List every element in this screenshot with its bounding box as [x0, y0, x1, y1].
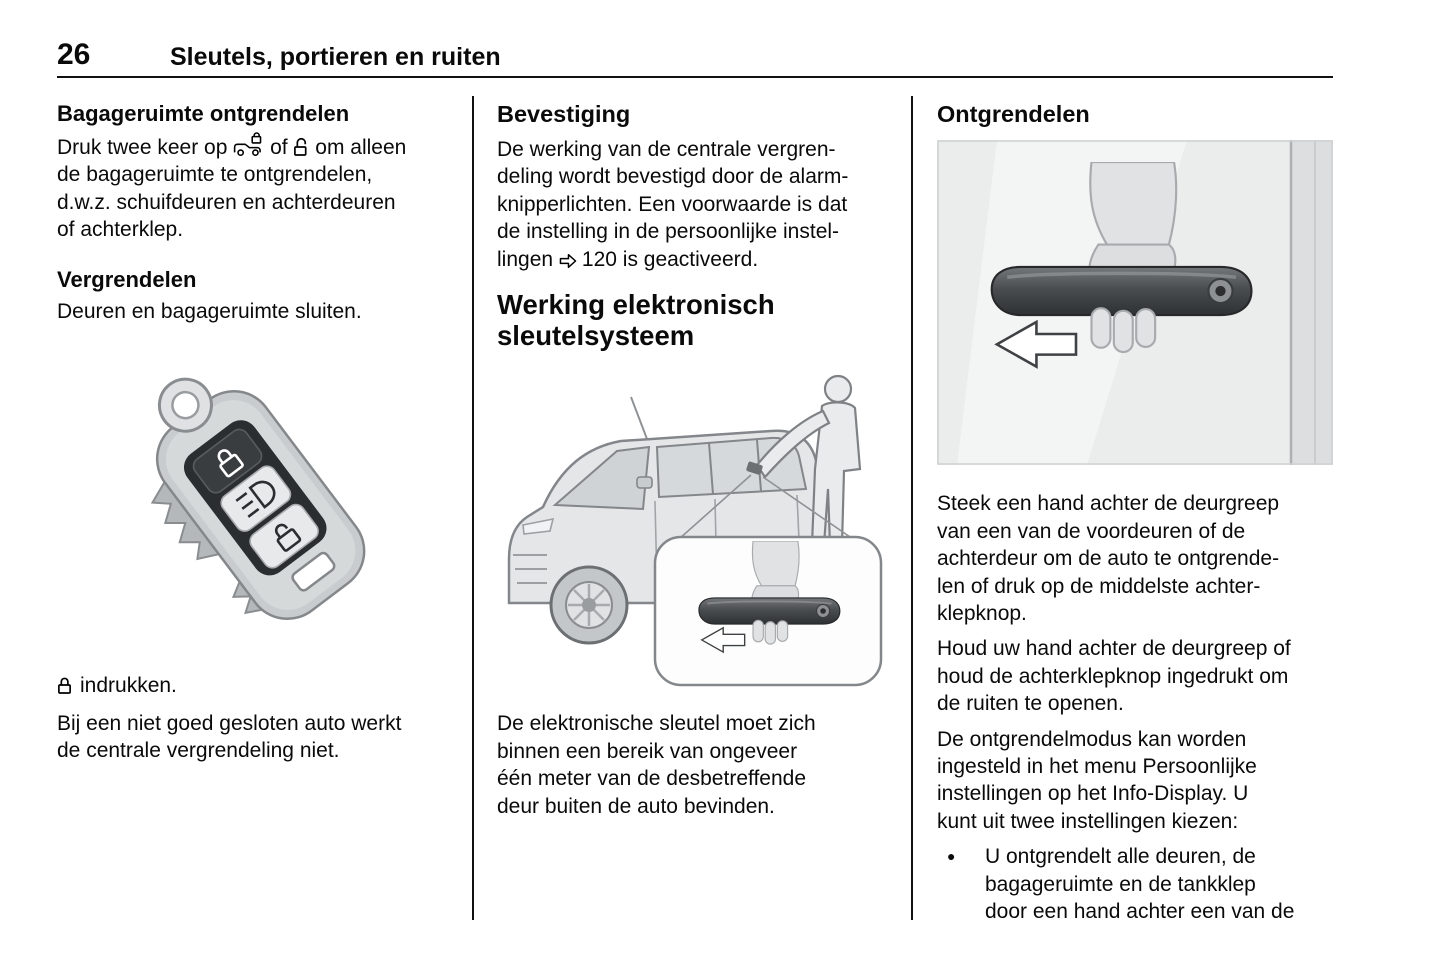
text-segment: indrukken. [80, 674, 177, 698]
car-unlock-icon [234, 132, 262, 157]
para-bagageruimte: Druk twee keer op of om alleen de bagage… [57, 132, 449, 244]
column-left: Bagageruimte ontgrendelen Druk twee keer… [57, 100, 449, 765]
column-divider-1 [472, 96, 474, 920]
chapter-title: Sleutels, portieren en ruiten [170, 43, 501, 71]
column-right: Ontgrendelen Steek een hand achter de de… [937, 100, 1335, 926]
column-divider-2 [911, 96, 913, 920]
heading-ontgrendelen: Ontgrendelen [937, 101, 1090, 127]
para-ontgrendelmodus: De ontgrendelmodus kan worden ingesteld … [937, 727, 1257, 833]
key-fob-illustration [57, 343, 449, 650]
keyless-van-illustration [497, 359, 889, 696]
side-mirror [636, 476, 653, 489]
grille-lines [513, 554, 547, 585]
column-middle: Bevestiging De werking van de centrale v… [497, 100, 889, 820]
door-handle-hand-illustration [937, 140, 1335, 472]
para-warning: Bij een niet goed gesloten auto werkt de… [57, 711, 402, 763]
callout-line [678, 474, 752, 540]
para-deurgreep: Steek een hand achter de deurgreep van e… [937, 492, 1280, 626]
unlock-icon [294, 137, 307, 156]
text-segment: is geactiveerd. [616, 247, 759, 271]
van-with-person-drawing [507, 374, 883, 687]
page-reference-number: 120 [581, 247, 617, 271]
page-reference-arrow-icon [559, 253, 577, 268]
heading-vergrendelen: Vergrendelen [57, 266, 197, 292]
text-segment: om alleen de bagageruimte te ontgrendele… [57, 136, 407, 242]
heading-werking-elektronisch-sleutelsysteem: Werking elektronisch sleutelsysteem [497, 289, 775, 352]
heading-bagageruimte-ontgrendelen: Bagageruimte ontgrendelen [57, 101, 350, 126]
text-segment: Druk twee keer op [57, 136, 234, 159]
lock-icon [58, 678, 71, 695]
page-number: 26 [57, 38, 91, 71]
door-edge [1291, 140, 1333, 465]
para-vergrendelen: Deuren en bagageruimte sluiten. [57, 299, 362, 323]
header-rule [57, 76, 1333, 78]
text-segment: of [264, 136, 294, 159]
para-elektronische-sleutel: De elektronische sleutel moet zich binne… [497, 712, 816, 818]
lock-icon [217, 449, 244, 478]
callout-line [762, 476, 854, 540]
page-header: 26 Sleutels, portieren en ruiten [57, 28, 1333, 72]
door-handle-hand-drawing [937, 140, 1333, 465]
headlight [522, 517, 555, 535]
unlock-icon [274, 523, 302, 552]
antenna-line [630, 396, 648, 440]
key-fob-drawing [150, 377, 366, 621]
key-caption: indrukken. [57, 672, 449, 699]
bullet-item: ● U ontgrendelt alle deuren, de bagageru… [937, 843, 1335, 925]
remote-key [746, 461, 763, 475]
headlight-icon [235, 480, 276, 518]
key-headlight-button [220, 465, 292, 532]
para-bevestiging: De werking van de centrale vergren- deli… [497, 136, 889, 273]
person-figure [755, 374, 862, 547]
heading-bevestiging: Bevestiging [497, 101, 631, 127]
text-segment: De werking van de centrale vergren- deli… [497, 138, 849, 271]
para-ruiten-openen: Houd uw hand achter de deurgreep of houd… [937, 637, 1291, 716]
windshield [552, 445, 651, 511]
bullet-marker-icon: ● [947, 848, 956, 865]
bullet-text: U ontgrendelt alle deuren, de bagageruim… [985, 845, 1295, 924]
